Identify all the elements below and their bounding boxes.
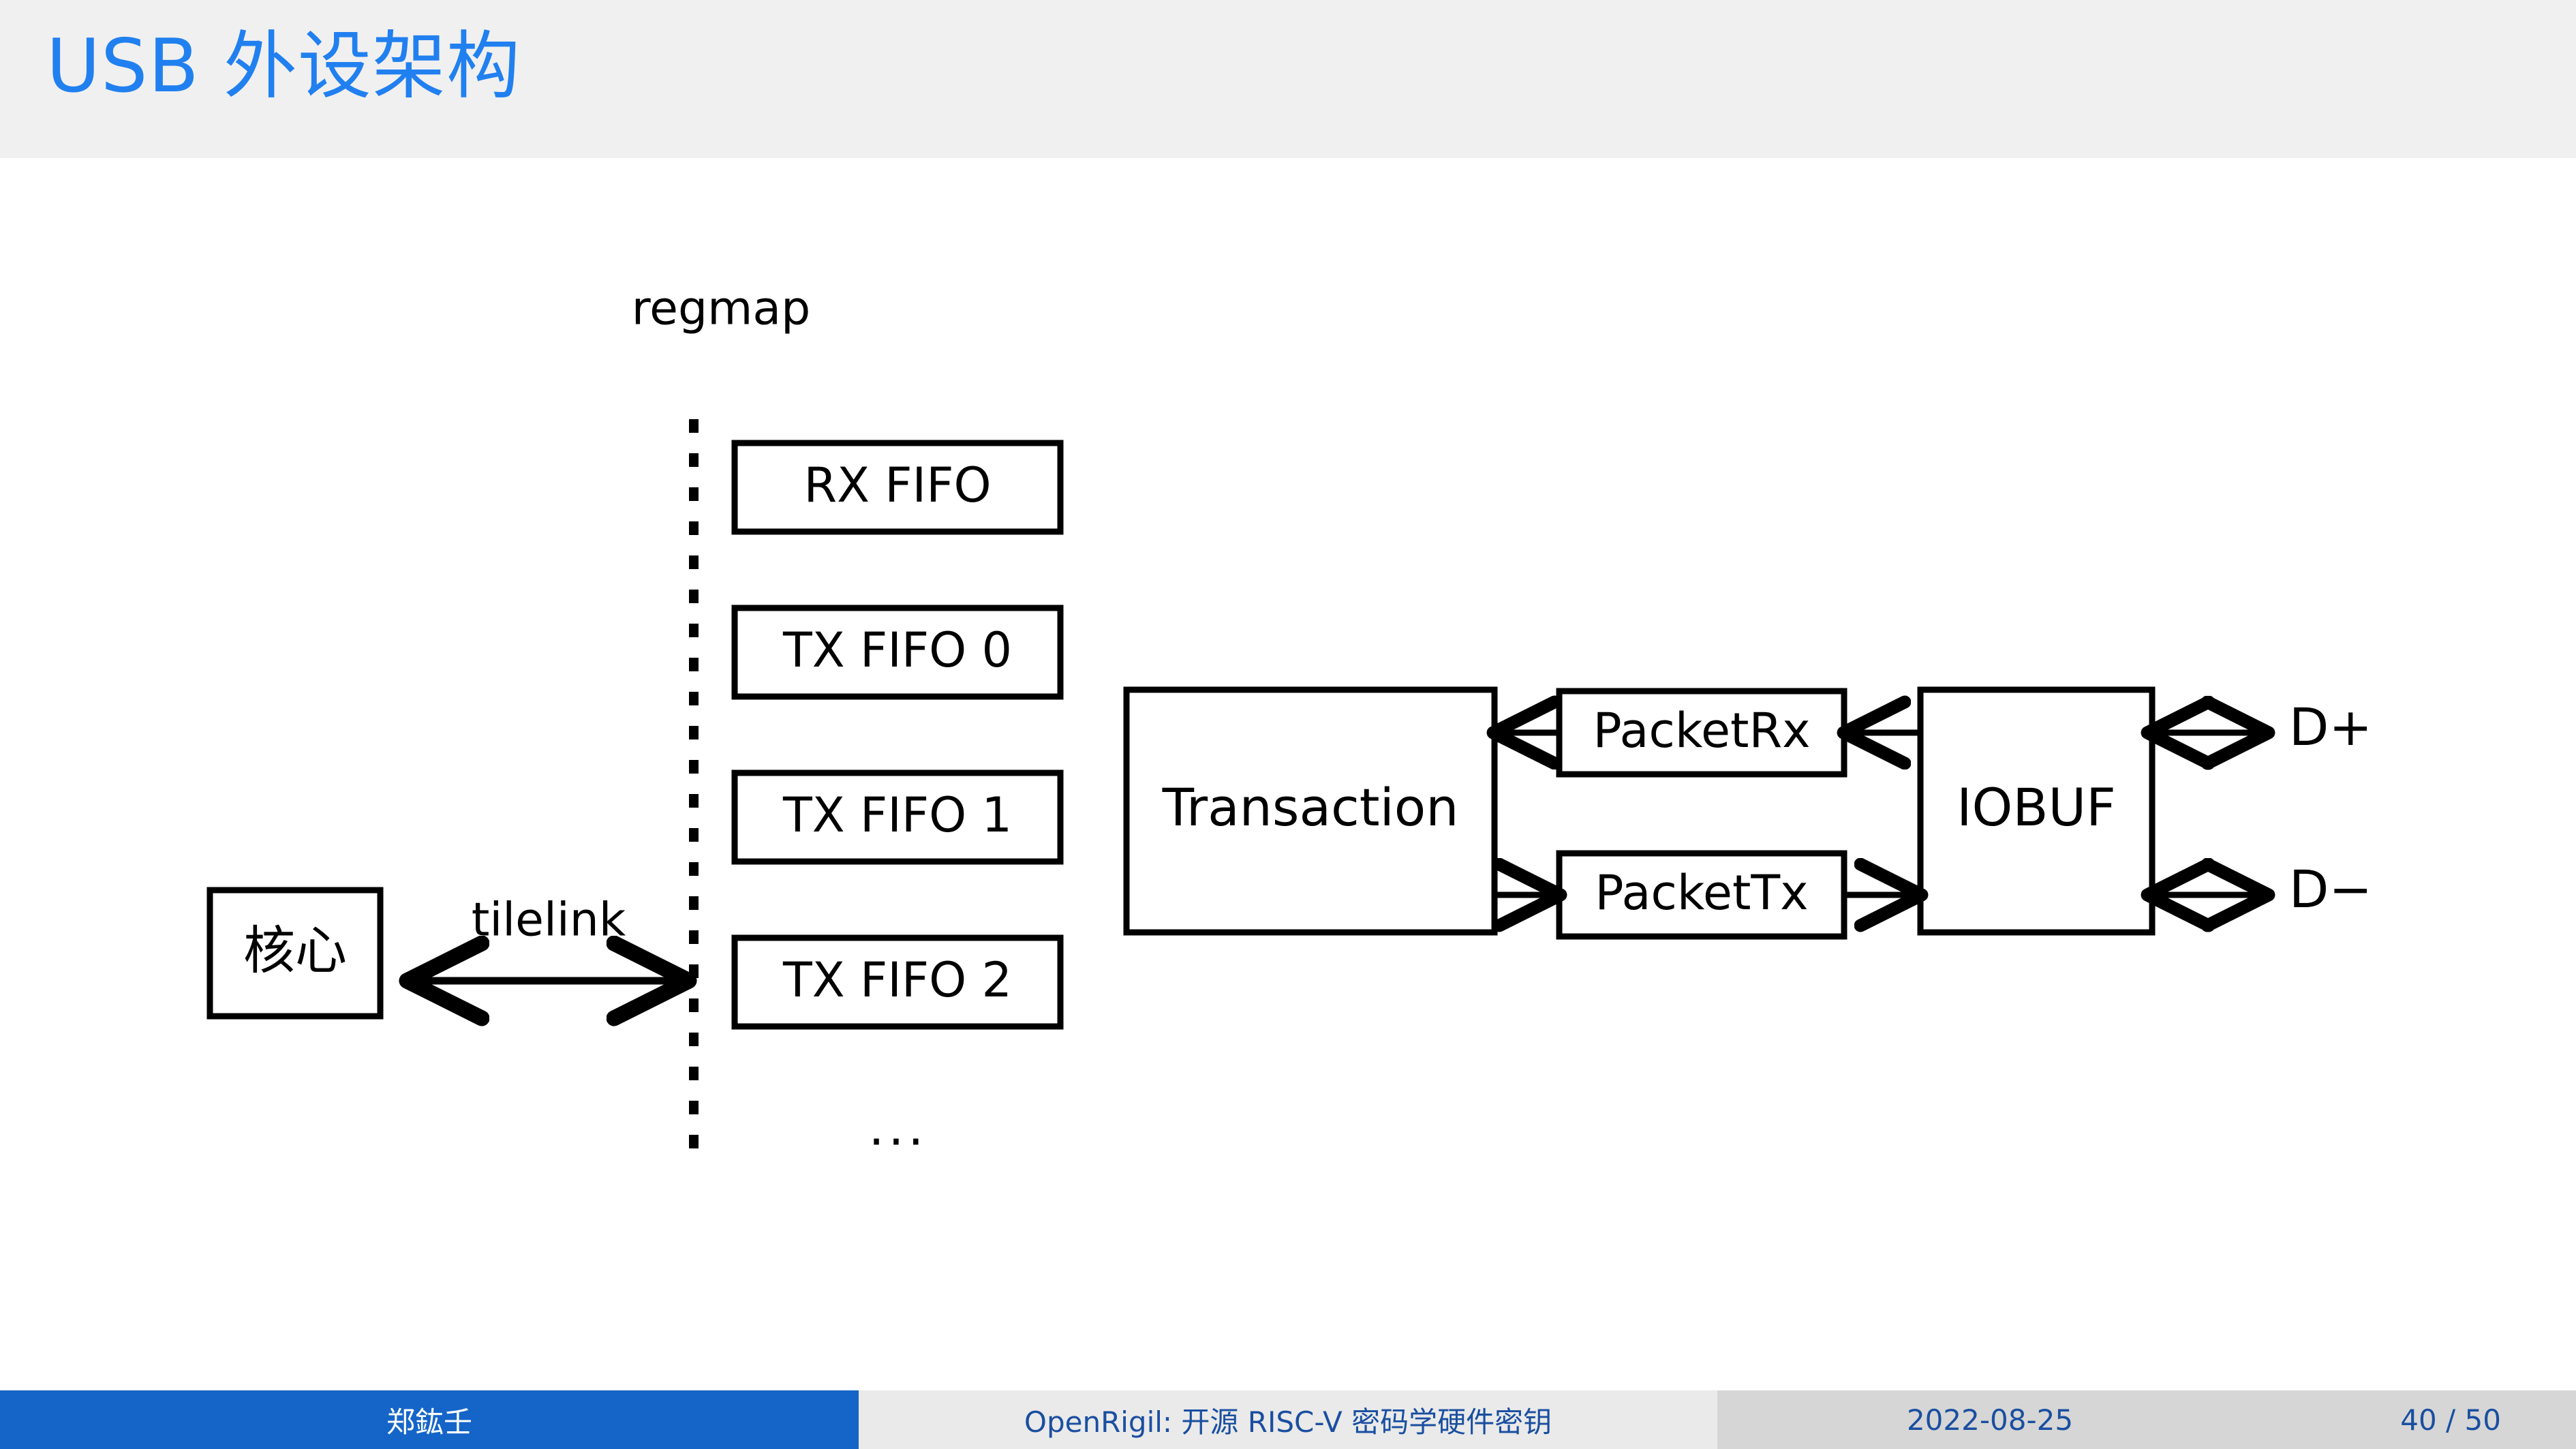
- usb-peripheral-architecture-diagram: regmap 核心 tilelink RX FIFO TX FIFO 0 TX …: [206, 282, 2372, 1157]
- tx-fifo-2-block: [731, 934, 1064, 1030]
- footer-presentation-title: OpenRigil: 开源 RISC-V 密码学硬件密钥: [859, 1390, 1717, 1449]
- tx-fifo-1-block: [731, 769, 1064, 865]
- tx-fifo-0-block: [731, 605, 1064, 700]
- tilelink-label: tilelink: [472, 894, 626, 947]
- core-block-label: 核心: [243, 920, 347, 981]
- rx-fifo-label: RX FIFO: [803, 457, 991, 513]
- core-block: [206, 887, 384, 1020]
- fifo-ellipsis: ...: [869, 1099, 928, 1157]
- slide-footer-bar: 郑鈜壬 OpenRigil: 开源 RISC-V 密码学硬件密钥 2022-08…: [0, 1390, 2576, 1449]
- iobuf-block-label: IOBUF: [1957, 777, 2116, 838]
- tx-fifo-0-label: TX FIFO 0: [782, 622, 1012, 678]
- footer-author: 郑鈜壬: [0, 1390, 859, 1449]
- tx-fifo-2-label: TX FIFO 2: [782, 952, 1012, 1008]
- rx-fifo-block: [731, 440, 1064, 535]
- transaction-block-label: Transaction: [1162, 777, 1459, 838]
- slide-header-band: USB 外设架构: [0, 0, 2576, 158]
- slide-content-area: regmap 核心 tilelink RX FIFO TX FIFO 0 TX …: [0, 158, 2576, 1390]
- dminus-pin-label: D−: [2289, 859, 2372, 919]
- footer-page-number: 40 / 50: [2263, 1390, 2576, 1449]
- packet-rx-label: PacketRx: [1593, 703, 1810, 759]
- tx-fifo-1-label: TX FIFO 1: [782, 787, 1012, 843]
- transaction-block: [1123, 686, 1498, 936]
- iobuf-block: [1917, 686, 2156, 936]
- page-title: USB 外设架构: [46, 24, 521, 109]
- packet-tx-label: PacketTx: [1595, 865, 1808, 921]
- footer-date: 2022-08-25: [1717, 1390, 2263, 1449]
- regmap-label: regmap: [632, 282, 811, 336]
- dplus-pin-label: D+: [2289, 697, 2372, 757]
